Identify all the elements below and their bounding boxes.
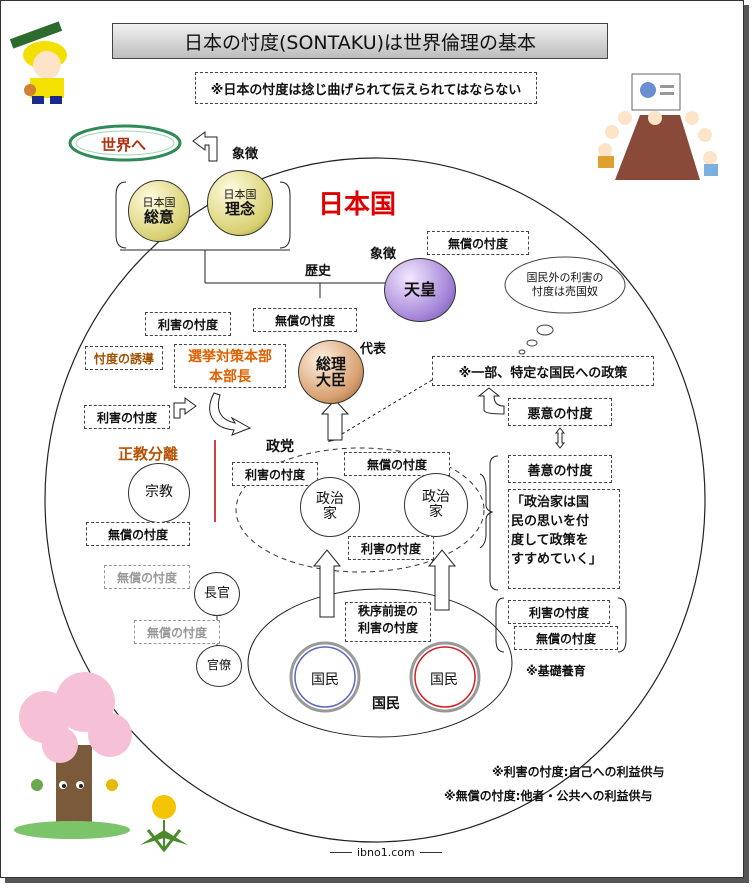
politician-2-line-1: 政治 [422,488,450,505]
free-label-2: 無償の忖度 [344,452,450,476]
interest-label-3: 利害の忖度 [232,462,318,486]
quote-line-4: すすめていく」 [511,551,603,567]
order-box: 秩序前提の 利害の忖度 [345,602,431,642]
basic-education-label: ※基礎養育 [526,664,586,678]
page-title: 日本の忖度(SONTAKU)は世界倫理の基本 [112,23,608,59]
citizen-1-label: 国民 [311,672,339,688]
religion-node: 宗教 [128,463,190,523]
symbol-label-2: 象徴 [370,247,397,262]
religion-text: 宗教 [145,484,173,501]
footnote-2: ※無償の忖度:他者・公共への利益供与 [444,789,653,803]
ideal-top: 日本国 [223,187,257,201]
bureaucrat-text: 官僚 [206,658,231,673]
quote-box: 「政治家は国 民の思いを付 度して政策を すすめていく」 [508,489,620,589]
interest-label-5: 利害の忖度 [508,600,610,624]
emperor-label: 無償の忖度 [427,231,529,255]
goodwill-label: 善意の忖度 [508,455,612,483]
history-label: 歴史 [305,264,332,279]
free-label-grey-1: 無償の忖度 [104,565,190,589]
world-label: 世界へ [101,136,147,154]
politician-node-2: 政治 家 [404,473,468,537]
emperor-node: 天皇 [384,258,456,322]
interest-label-4: 利害の忖度 [348,536,434,560]
interest-label-1: 利害の忖度 [145,312,231,336]
election-line-2: 本部長 [209,369,251,385]
quote-line-3: 度して政策を [511,532,589,548]
free-label-4: 無償の忖度 [514,626,618,650]
chief-text: 長官 [203,585,230,601]
japan-label: 日本国 [318,190,397,220]
interest-label-2: 利害の忖度 [84,405,170,429]
cherry-tree-icon [14,672,132,839]
pm-line-1: 総理 [315,354,346,373]
election-line-1: 選挙対策本部 [188,349,272,365]
free-label-3: 無償の忖度 [86,522,190,546]
citizens-group-label: 国民 [372,696,400,712]
credit-text: ibno1.com [357,846,415,859]
dandelion-icon [140,795,188,853]
subtitle-note: ※日本の忖度は捻じ曲げられて伝えられてはならない [195,72,537,104]
quote-line-1: 「政治家は国 [511,495,590,510]
meeting-icon [598,73,718,180]
politician-1-line-1: 政治 [316,490,344,507]
order-line-1: 秩序前提の [357,604,418,618]
party-label: 政党 [266,439,294,455]
character-icon [9,21,67,104]
symbol-label-1: 象徴 [232,147,259,162]
malice-label: 悪意の忖度 [508,398,612,426]
emperor-text: 天皇 [403,280,436,300]
quote-line-2: 民の思いを付 [511,513,590,529]
credit: ibno1.com [330,846,442,859]
consensus-top: 日本国 [142,195,176,209]
election-box: 選挙対策本部 本部長 [174,344,286,388]
policy-note: ※一部、特定な国民への政策 [432,356,654,386]
thought-bubble-text: 国民外の利害の 忖度は売国奴 [520,271,610,300]
pm-line-2: 大臣 [315,371,346,389]
free-label-grey-2: 無償の忖度 [134,620,220,644]
politician-2-line-2: 家 [429,504,443,520]
title-text: 日本の忖度(SONTAKU)は世界倫理の基本 [183,31,537,54]
thought-line-1: 国民外の利害の [526,271,604,284]
ideal-node: 日本国 理念 [207,170,273,236]
footnote-1: ※利害の忖度:自己への利益供与 [492,765,665,779]
guidance-label: 忖度の誘導 [85,346,163,370]
separation-label: 正教分離 [118,445,179,463]
citizen-2-label: 国民 [430,672,458,688]
consensus-node: 日本国 総意 [128,180,190,242]
chief-node: 長官 [194,572,240,616]
bureaucrat-node: 官僚 [196,645,242,687]
consensus-bottom: 総意 [143,207,174,226]
free-label-1: 無償の忖度 [253,308,357,332]
ideal-bottom: 理念 [224,199,255,218]
thought-line-2: 忖度は売国奴 [532,285,598,299]
order-line-2: 利害の忖度 [357,620,418,635]
politician-node-1: 政治 家 [300,477,360,537]
representative-label: 代表 [360,342,387,357]
politician-1-line-2: 家 [323,506,337,522]
pm-node: 総理 大臣 [298,340,364,404]
